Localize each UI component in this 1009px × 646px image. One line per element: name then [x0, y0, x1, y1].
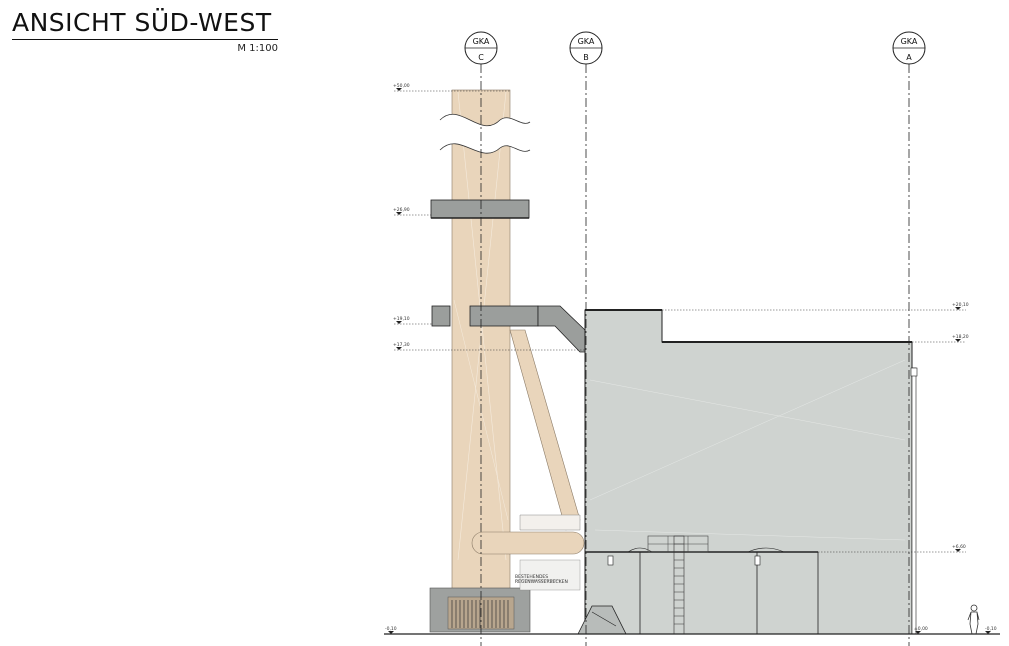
level-top: +50,00	[393, 83, 410, 89]
level-intermediate: +6,60	[952, 544, 966, 550]
platform-stair	[537, 305, 586, 353]
boiler-building	[584, 309, 918, 635]
axis-c-label-top: GKA	[473, 37, 490, 46]
upper-platform	[430, 199, 530, 219]
person-figure	[967, 604, 980, 635]
level-ground-right: -0,10	[985, 626, 997, 632]
axis-a-label-top: GKA	[901, 37, 918, 46]
break-symbol	[440, 114, 530, 154]
platforms	[430, 199, 586, 353]
level-upper-platform: +26,90	[393, 207, 410, 213]
axis-c-label-bottom: C	[478, 53, 484, 62]
diagonal-duct	[509, 329, 581, 531]
level-zero: ±0,00	[914, 626, 928, 632]
grid-axis-b: GKA B	[569, 31, 603, 646]
level-roof-low: +18,20	[952, 334, 969, 340]
drawing-title: ANSICHT SÜD-WEST	[12, 8, 272, 37]
axis-a-label-bottom: A	[906, 53, 912, 62]
middle-platform-right	[469, 305, 539, 327]
horizontal-duct	[471, 531, 585, 555]
middle-platform-left	[431, 305, 451, 327]
level-middle-platform: +19,10	[393, 316, 410, 322]
level-ground-left: -0,10	[385, 626, 397, 632]
title-underline	[12, 39, 278, 40]
rain-water-basin: BESTEHENDES REGENWASSERBECKEN	[515, 574, 627, 635]
grid-axis-c: GKA C	[464, 31, 498, 646]
basin-note-line2: REGENWASSERBECKEN	[515, 579, 568, 585]
level-markers	[388, 88, 991, 634]
grid-axis-a: GKA A	[892, 31, 926, 646]
axis-b-label-bottom: B	[583, 53, 589, 62]
level-stair-landing: +17,30	[393, 342, 410, 348]
basin-note-line1: BESTEHENDES	[515, 574, 548, 580]
axis-b-label-top: GKA	[578, 37, 595, 46]
drawing-scale: M 1:100	[237, 43, 278, 54]
level-roof-high: +20,10	[952, 302, 969, 308]
